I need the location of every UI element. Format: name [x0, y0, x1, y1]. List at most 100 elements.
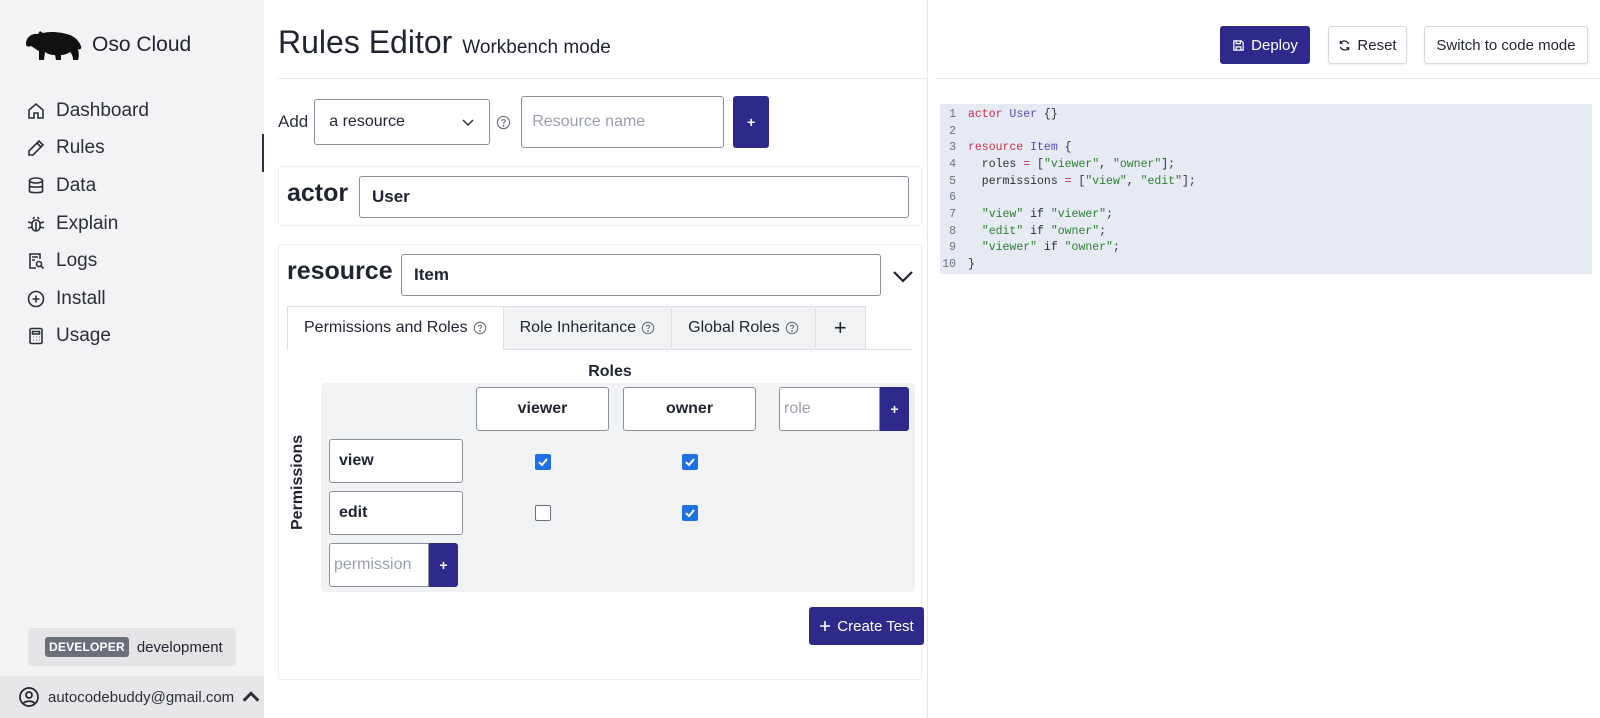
tab-role-inheritance[interactable]: Role Inheritance [502, 306, 673, 350]
sidebar-nav: Dashboard Rules Data Explain Logs Instal… [0, 92, 264, 355]
resource-name-input[interactable] [521, 96, 725, 148]
add-block-button[interactable]: + [733, 96, 770, 148]
code-token [1023, 141, 1030, 154]
code-line: 2 [940, 123, 1592, 140]
sidebar-item-explain[interactable]: Explain [0, 205, 264, 243]
code-token: [ [1030, 157, 1044, 171]
brand-name: Oso Cloud [92, 33, 192, 56]
account-menu[interactable]: autocodebuddy@gmail.com [0, 676, 264, 718]
code-line: 5 permissions = ["view", "edit"]; [940, 173, 1592, 190]
checkbox-view-owner[interactable] [682, 454, 698, 470]
deploy-button[interactable]: Deploy [1220, 26, 1310, 64]
code-token: "viewer" [1050, 207, 1107, 221]
sidebar-item-data[interactable]: Data [0, 167, 264, 205]
refresh-icon [1340, 39, 1350, 51]
tab-permissions-and-roles[interactable]: Permissions and Roles [287, 306, 504, 350]
deploy-label: Deploy [1251, 36, 1298, 54]
add-permission-button[interactable]: + [429, 543, 458, 587]
code-token: , [1126, 174, 1141, 188]
reset-button[interactable]: Reset [1328, 26, 1407, 64]
sidebar-item-label: Dashboard [56, 99, 149, 121]
code-token: [ [1071, 174, 1086, 188]
checkbox-edit-owner[interactable] [682, 505, 698, 521]
code-token [1003, 108, 1010, 121]
help-icon[interactable] [473, 321, 487, 335]
code-token: = [1023, 157, 1031, 171]
new-permission-group: + [329, 543, 458, 587]
checkbox-view-viewer[interactable] [535, 454, 551, 470]
tab-global-roles[interactable]: Global Roles [671, 306, 816, 350]
account-email: autocodebuddy@gmail.com [48, 688, 235, 706]
add-tab-button[interactable]: + [814, 306, 866, 350]
code-token: "edit" [981, 224, 1024, 238]
help-icon[interactable] [496, 115, 511, 130]
role-viewer[interactable]: viewer [476, 387, 609, 431]
code-token: if [1023, 207, 1051, 221]
block-type-select[interactable]: a resource [314, 99, 491, 145]
actor-keyword: actor [287, 179, 349, 207]
code-token [968, 225, 982, 238]
sidebar-item-logs[interactable]: Logs [0, 242, 264, 280]
collapse-chevron-icon[interactable] [891, 265, 915, 289]
resource-tabs: Permissions and Roles Role Inheritance G… [287, 306, 866, 350]
permissions-heading: Permissions [289, 434, 306, 530]
save-icon [1233, 39, 1244, 51]
bear-logo-icon [26, 31, 82, 60]
page-title: Rules Editor Workbench mode [278, 24, 611, 61]
code-token: ]; [1182, 174, 1196, 188]
permission-edit[interactable]: edit [329, 491, 463, 535]
code-token: User [1009, 107, 1038, 121]
create-test-button[interactable]: Create Test [809, 607, 924, 645]
code-token: "edit" [1140, 174, 1182, 188]
plus-icon [820, 621, 831, 631]
tab-label: Global Roles [688, 319, 780, 336]
database-icon [28, 177, 44, 194]
new-role-input[interactable] [779, 387, 880, 431]
permission-view[interactable]: view [329, 439, 463, 483]
reset-label: Reset [1357, 36, 1397, 54]
tab-label: Permissions and Roles [304, 319, 468, 336]
roles-heading: Roles [588, 363, 632, 380]
editor-mode-label: Workbench mode [462, 37, 611, 58]
code-line: 10} [940, 256, 1592, 273]
sidebar-item-install[interactable]: Install [0, 280, 264, 318]
code-token: "owner" [1050, 224, 1100, 238]
resource-name-field[interactable] [401, 254, 881, 296]
code-token: if [1037, 241, 1065, 255]
code-token: "viewer" [981, 241, 1038, 255]
add-role-button[interactable]: + [880, 387, 909, 431]
line-number: 9 [949, 241, 956, 255]
checkbox-edit-viewer[interactable] [535, 505, 551, 521]
actor-name-input[interactable] [359, 176, 909, 218]
new-permission-input[interactable] [329, 543, 429, 587]
chevron-down-icon [462, 119, 474, 127]
code-line: 6 [940, 189, 1592, 206]
code-token: = [1064, 174, 1072, 188]
calculator-icon [29, 328, 43, 345]
help-icon[interactable] [641, 321, 655, 335]
new-role-group: + [779, 387, 909, 431]
sidebar-item-usage[interactable]: Usage [0, 318, 264, 356]
code-token: actor [968, 107, 1003, 121]
code-token: "viewer" [1043, 157, 1100, 171]
role-owner[interactable]: owner [623, 387, 756, 431]
code-token: ; [1099, 224, 1107, 238]
workbench-editor: Rules Editor Workbench mode Add a resour… [264, 0, 928, 718]
code-line: 7 "view" if "viewer"; [940, 206, 1592, 223]
resource-block: resource Permissions and Roles Role Inhe… [278, 244, 924, 680]
sidebar-item-rules[interactable]: Rules [0, 130, 264, 172]
environment-switcher[interactable]: DEVELOPER development [28, 628, 236, 666]
sidebar-item-label: Explain [56, 212, 119, 234]
add-block-row: Add a resource + [278, 96, 770, 148]
tabs-divider [287, 349, 913, 350]
help-icon[interactable] [785, 321, 799, 335]
sidebar-item-dashboard[interactable]: Dashboard [0, 92, 264, 130]
code-token: "owner" [1064, 241, 1113, 255]
brand-logo[interactable]: Oso Cloud [24, 28, 191, 62]
add-label: Add [278, 112, 309, 131]
code-token: roles [968, 157, 1024, 171]
switch-to-code-mode-button[interactable]: Switch to code mode [1424, 26, 1588, 64]
code-token: { [1057, 141, 1072, 155]
